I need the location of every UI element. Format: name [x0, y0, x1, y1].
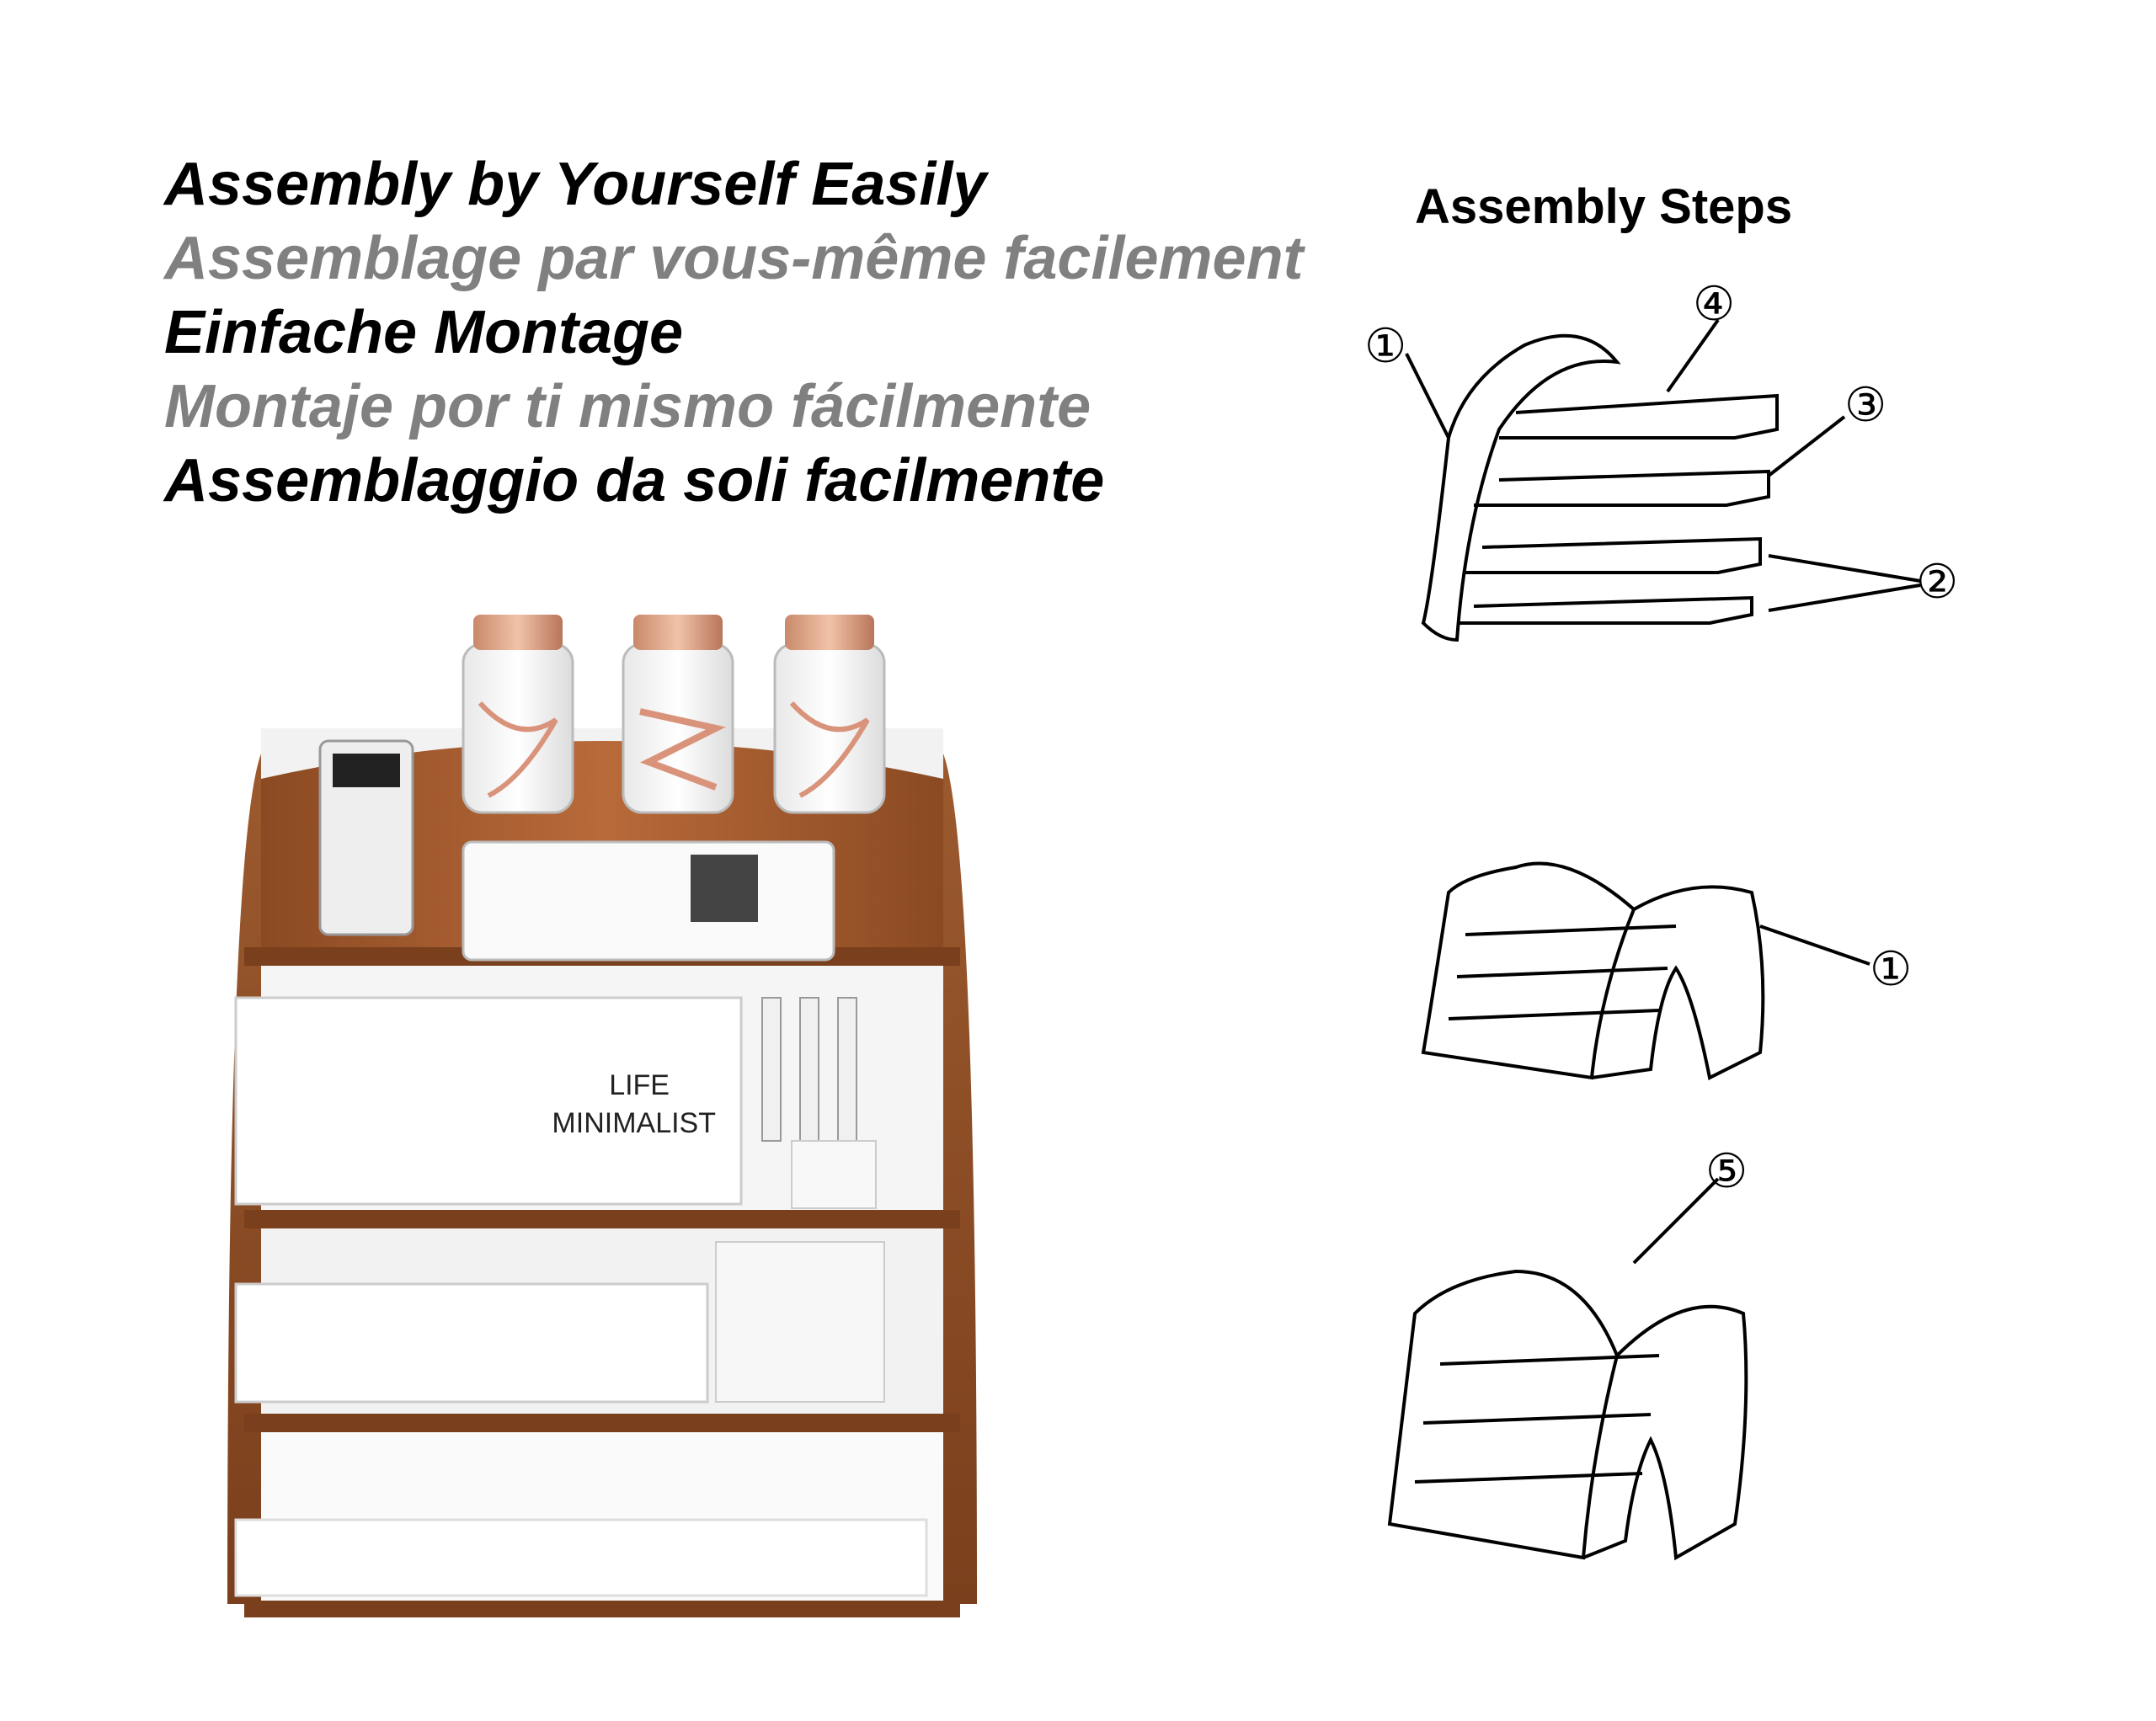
callout-1-top: ①: [1364, 319, 1406, 374]
markers: [761, 997, 857, 1142]
shelf-2b: [1457, 595, 1753, 625]
right-side-panel-outline: [1591, 885, 1765, 1080]
callout-2: ②: [1916, 555, 1958, 610]
assembly-steps-title: Assembly Steps: [1415, 179, 1793, 234]
book-stack: [234, 1282, 709, 1404]
stapler: [318, 739, 414, 936]
jar-1: [462, 615, 574, 814]
jar-3: [773, 615, 886, 814]
lower-shelf-edge: [244, 1414, 960, 1432]
diagram-exploded-view: ① ④ ③ ②: [1364, 277, 1958, 642]
callout-1-side: ①: [1870, 942, 1912, 997]
leader-1-side: [1759, 924, 1870, 966]
leader-5: [1632, 1177, 1720, 1265]
heading-french: Assemblage par vous-même facilement: [164, 225, 1304, 292]
paper-stack: [234, 1518, 928, 1597]
callout-3: ③: [1844, 378, 1886, 433]
leader-1: [1405, 353, 1450, 439]
side-panel-outline: [1421, 333, 1621, 642]
callout-5: ⑤: [1705, 1144, 1748, 1199]
base-edge: [244, 1601, 960, 1617]
leader-2a: [1768, 554, 1921, 583]
organizer-frame: [1421, 861, 1636, 1080]
diagram-final-assembly: ⑤: [1387, 1144, 1748, 1561]
notebook-text-life: LIFE: [609, 1069, 670, 1101]
middle-shelf-edge: [244, 1210, 960, 1228]
final-right-panel: [1582, 1304, 1748, 1561]
notebook-text-minimalist: MINIMALIST: [552, 1107, 716, 1139]
heading-italian: Assemblaggio da soli facilmente: [164, 447, 1105, 514]
heading-german: Einfache Montage: [164, 299, 684, 366]
calculator: [462, 840, 835, 962]
heading-english: Assembly by Yourself Easily: [164, 151, 987, 218]
shelf-4: [1499, 393, 1779, 440]
product-photo: LIFE MINIMALIST: [227, 615, 977, 1617]
erasers: [791, 1140, 877, 1209]
leader-3: [1767, 415, 1846, 477]
notebook-life-minimalist: LIFE MINIMALIST: [234, 996, 743, 1206]
shelf-3: [1474, 469, 1770, 507]
jar-2: [622, 615, 734, 814]
storage-box: [715, 1241, 885, 1403]
heading-block: Assembly by Yourself Easily Assemblage p…: [164, 147, 1304, 518]
leader-4: [1666, 318, 1720, 393]
callout-4: ④: [1693, 277, 1735, 332]
heading-spanish: Montaje por ti mismo fácilmente: [164, 373, 1091, 440]
diagram-assembled-side: ①: [1421, 861, 1912, 1080]
leader-2b: [1768, 583, 1921, 612]
shelf-2a: [1465, 536, 1762, 574]
final-frame: [1387, 1269, 1620, 1560]
